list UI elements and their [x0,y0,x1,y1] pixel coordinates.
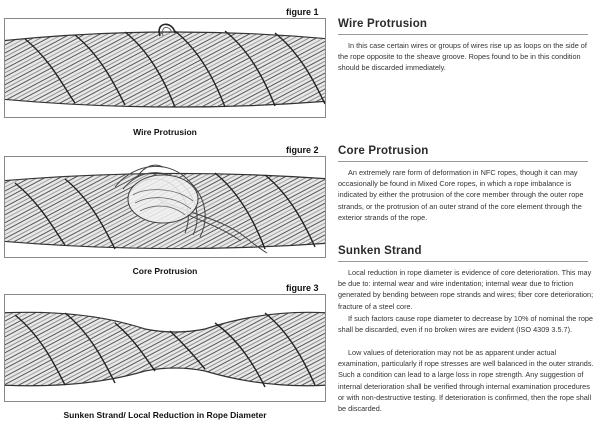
section-title-wire-protrusion: Wire Protrusion [338,18,428,30]
section-paragraph: Local reduction in rope diameter is evid… [338,268,594,311]
figure-1-caption: Wire Protrusion [133,127,197,137]
core-protrusion-illustration [5,164,325,254]
sunken-strand-illustration [5,311,325,388]
figure-3-image [4,294,326,402]
figure-3-caption: Sunken Strand/ Local Reduction in Rope D… [63,410,267,420]
figure-column: figure 1 Wire Protrusion figur [4,7,326,420]
figure-2-image [4,156,326,258]
section-paragraph: An extremely rare form of deformation in… [338,168,584,222]
figure-1-label: figure 1 [286,7,319,17]
wire-rope-illustration [5,23,325,108]
section-paragraph: In this case certain wires or groups of … [338,41,587,73]
section-divider [338,161,588,162]
figure-1-image [4,18,326,118]
figure-2-label: figure 2 [286,145,319,155]
section-divider [338,34,588,35]
section-title-sunken-strand: Sunken Strand [338,245,422,257]
figure-3-label: figure 3 [286,283,319,293]
section-title-core-protrusion: Core Protrusion [338,145,429,157]
section-paragraph: Low values of deterioration may not be a… [338,348,594,414]
figure-2-caption: Core Protrusion [132,266,198,276]
section-divider [338,261,588,262]
section-paragraph: If such factors cause rope diameter to d… [338,314,593,335]
